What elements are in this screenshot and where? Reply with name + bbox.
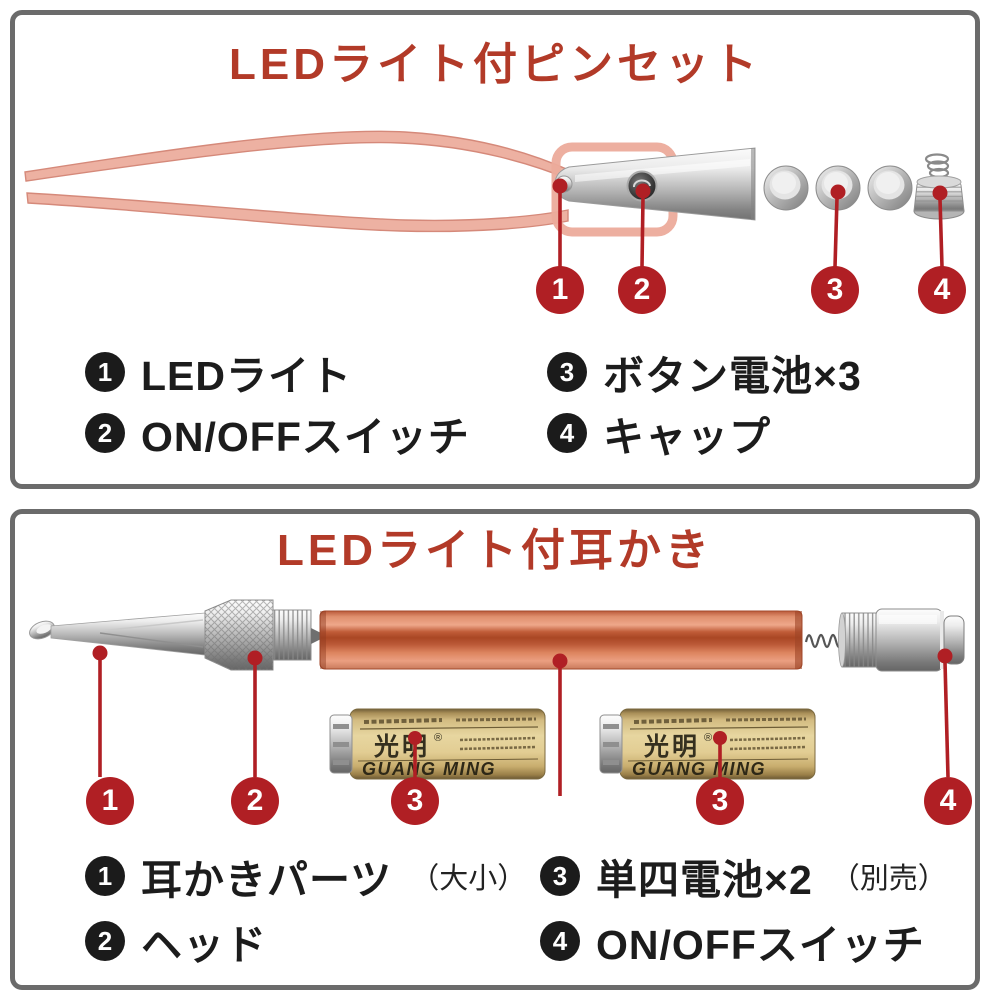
earpick-diagram: 光明 ® GUANG MING 光明 ® GUANG MING bbox=[29, 599, 965, 796]
earpick-legend-right: 3 単四電池×2 （別売） 4 ON/OFFスイッチ bbox=[540, 848, 947, 978]
button-cell-3 bbox=[867, 165, 913, 211]
legend-label-suffix: （大小） bbox=[410, 863, 527, 895]
callout-lines bbox=[552, 178, 948, 268]
tweezers-panel: LEDライト付ピンセット bbox=[10, 10, 980, 489]
callout-badge-2: 2 bbox=[231, 777, 279, 825]
legend-number-badge: 1 bbox=[85, 352, 125, 392]
legend-label: ヘッド bbox=[141, 922, 267, 968]
legend-number-badge: 2 bbox=[85, 921, 125, 961]
aaa-battery-2: 光明 ® GUANG MING bbox=[599, 708, 816, 780]
legend-number-badge: 3 bbox=[547, 352, 587, 392]
legend-item-on-off-switch: 4 ON/OFFスイッチ bbox=[540, 913, 947, 969]
legend-item-earpick-parts: 1 耳かきパーツ （大小） bbox=[85, 848, 526, 904]
legend-label: LEDライト bbox=[141, 353, 352, 399]
callout-badge-1: 1 bbox=[86, 777, 134, 825]
legend-label: キャップ bbox=[603, 414, 771, 460]
button-cell-1 bbox=[763, 165, 809, 211]
legend-item-led-light: 1 LEDライト bbox=[85, 344, 470, 400]
tweezers-panel-title: LEDライト付ピンセット bbox=[229, 40, 761, 89]
tweezers-diagram bbox=[24, 130, 965, 268]
legend-number-badge: 3 bbox=[540, 856, 580, 896]
legend-number-badge: 2 bbox=[85, 413, 125, 453]
battery-brand-cjk: 光明 bbox=[643, 733, 700, 761]
legend-label: 単四電池×2 bbox=[596, 857, 813, 903]
legend-item-button-cells: 3 ボタン電池×3 bbox=[547, 344, 862, 400]
spring-icon bbox=[804, 633, 844, 649]
callout-badge-3b: 3 bbox=[696, 777, 744, 825]
callout-badge-3a: 3 bbox=[391, 777, 439, 825]
battery-brand-latin: GUANG MING bbox=[362, 759, 496, 779]
callout-lines bbox=[92, 645, 953, 796]
legend-label: ON/OFFスイッチ bbox=[141, 414, 470, 460]
legend-label: ボタン電池×3 bbox=[603, 353, 862, 399]
tweezers-legend-left: 1 LEDライト 2 ON/OFFスイッチ bbox=[85, 344, 470, 466]
battery-registered-mark: ® bbox=[434, 732, 442, 744]
legend-number-badge: 4 bbox=[547, 413, 587, 453]
tweezers-legend-right: 3 ボタン電池×3 4 キャップ bbox=[547, 344, 862, 466]
callout-badge-2: 2 bbox=[618, 266, 666, 314]
callout-badge-3: 3 bbox=[811, 266, 859, 314]
legend-item-cap: 4 キャップ bbox=[547, 405, 862, 461]
earpick-panel-title: LEDライト付耳かき bbox=[277, 526, 713, 575]
earpick-panel: LEDライト付耳かき bbox=[10, 509, 980, 990]
callout-badge-4: 4 bbox=[924, 777, 972, 825]
earpick-scoop-part bbox=[29, 612, 206, 656]
earpick-legend-left: 1 耳かきパーツ （大小） 2 ヘッド bbox=[85, 848, 526, 978]
legend-number-badge: 4 bbox=[540, 921, 580, 961]
aaa-battery-1: 光明 ® GUANG MING bbox=[329, 708, 546, 780]
legend-label-suffix: （別売） bbox=[830, 863, 947, 895]
legend-label: ON/OFFスイッチ bbox=[596, 922, 925, 968]
legend-label: 耳かきパーツ bbox=[141, 857, 393, 903]
legend-number-badge: 1 bbox=[85, 856, 125, 896]
earpick-head bbox=[204, 599, 321, 671]
legend-item-head: 2 ヘッド bbox=[85, 913, 526, 969]
callout-badge-1: 1 bbox=[536, 266, 584, 314]
battery-brand-latin: GUANG MING bbox=[632, 759, 766, 779]
switch-end-cap bbox=[838, 608, 965, 672]
flashlight-head bbox=[554, 147, 756, 221]
legend-item-aaa-batteries: 3 単四電池×2 （別売） bbox=[540, 848, 947, 904]
callout-badge-4: 4 bbox=[918, 266, 966, 314]
spring-icon bbox=[924, 153, 950, 179]
battery-registered-mark: ® bbox=[704, 732, 712, 744]
legend-item-on-off-switch: 2 ON/OFFスイッチ bbox=[85, 405, 470, 461]
